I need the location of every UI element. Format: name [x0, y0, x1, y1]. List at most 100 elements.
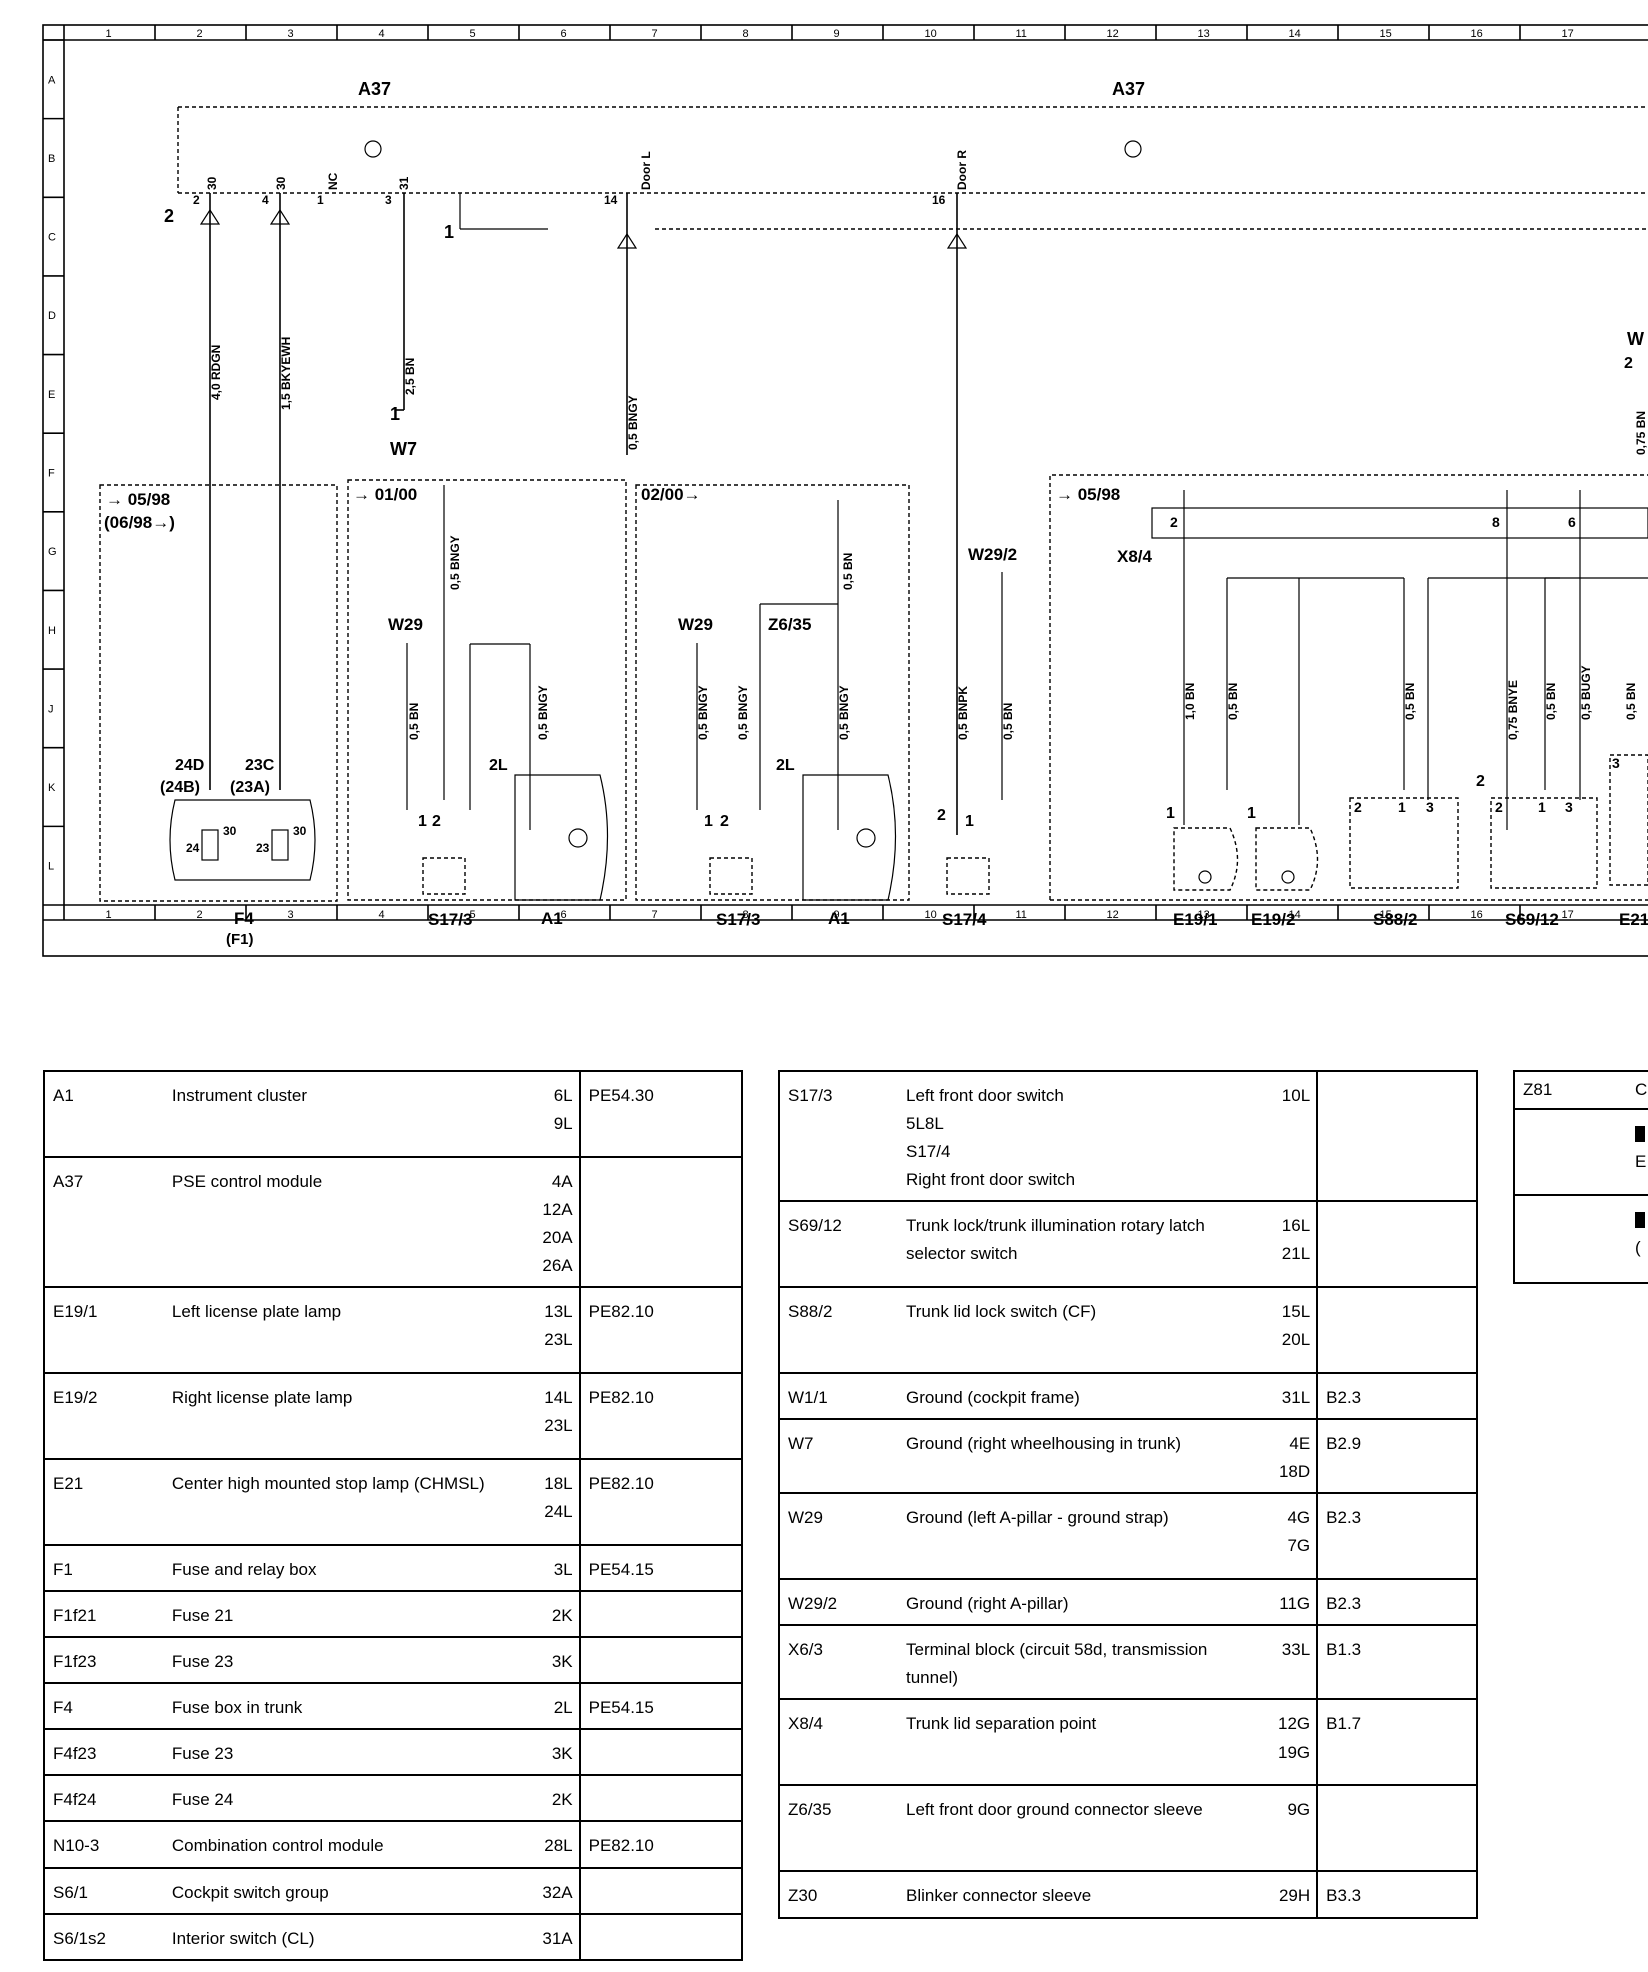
- legend-ref: PE54.15: [579, 1544, 742, 1593]
- pin-2-out: 2: [164, 206, 174, 226]
- legend-desc: Combination control module: [165, 1820, 510, 1869]
- ruler-column-label: 1: [106, 28, 112, 40]
- legend-coord-value: 2K: [551, 1790, 573, 1810]
- wire-label: 0,5 BNPK: [956, 686, 970, 740]
- legend-ref: [579, 1155, 742, 1289]
- ruler-column-label: 3: [288, 909, 294, 921]
- pin-label: 2L: [489, 757, 508, 774]
- legend-coord: 2K: [509, 1590, 581, 1639]
- legend-code: S17/3: [779, 1069, 900, 1203]
- legend-desc: Trunk lock/trunk illumination rotary lat…: [900, 1200, 1248, 1289]
- pin-label: 3: [1612, 755, 1620, 771]
- legend-code: E21: [44, 1458, 166, 1547]
- component-s88-2: S88/2: [1373, 910, 1417, 929]
- legend-coord-value: 3K: [551, 1744, 573, 1764]
- wire-label: 0,5 BNGY: [837, 685, 851, 740]
- legend-coord-value: 28L: [544, 1836, 573, 1856]
- pin-label: 1: [1398, 799, 1406, 815]
- instrument-cluster-shape: [514, 774, 609, 901]
- legend-desc: Fuse 24: [165, 1774, 510, 1823]
- legend-code: F1: [44, 1544, 166, 1593]
- legend-code: E19/1: [44, 1286, 166, 1375]
- legend-desc: E: [1635, 1152, 1647, 1171]
- legend-desc-line: Ground (cockpit frame): [906, 1388, 1080, 1408]
- ruler-column-label: 5: [470, 28, 476, 40]
- pin-label: 1: [418, 813, 427, 830]
- legend-code: W1/1: [779, 1372, 900, 1421]
- trunk-latch-switch-s69-12: [1490, 797, 1598, 889]
- ruler-column-label: 14: [1289, 28, 1301, 40]
- component-e21: E21: [1619, 910, 1648, 929]
- legend-desc: Fuse 23: [165, 1636, 510, 1685]
- ruler-column-label: 6: [561, 909, 567, 921]
- legend-code: S6/1s2: [44, 1912, 166, 1961]
- legend-coord-value: 4A: [551, 1172, 573, 1191]
- legend-code: W29/2: [779, 1578, 900, 1627]
- pin-label: 1: [1166, 805, 1175, 822]
- wire-label: 0,5 BNGY: [626, 395, 640, 450]
- wire-label: 0,5 BNGY: [448, 535, 462, 590]
- legend-coord-value: 26A: [542, 1256, 573, 1276]
- ruler-column-label: 15: [1380, 909, 1392, 921]
- ground-w29: W29: [678, 615, 713, 634]
- legend-coord-value: 12A: [542, 1200, 573, 1220]
- legend-coord: 31A: [509, 1912, 581, 1961]
- ruler-column-label: 4: [379, 909, 385, 921]
- pcb-symbol-icon: [1124, 140, 1142, 158]
- component-e19-2: E19/2: [1251, 910, 1295, 929]
- pin-label: 2: [1354, 799, 1362, 815]
- component-a1: A1: [541, 909, 563, 928]
- component-e19-1: E19/1: [1173, 910, 1217, 929]
- fuse-24-icon: [201, 829, 219, 861]
- component-a1: A1: [828, 909, 850, 928]
- legend-ref: [579, 1590, 742, 1639]
- wire-label: 0,5 BNGY: [536, 685, 550, 740]
- lamp-icon: [1281, 870, 1295, 884]
- ruler-row-label: E: [48, 389, 55, 401]
- pin-label: 3: [1565, 799, 1573, 815]
- legend-ref: [1317, 1784, 1477, 1873]
- connector-x8-4-label: X8/4: [1117, 547, 1153, 566]
- legend-desc: Ground (right A-pillar): [900, 1578, 1248, 1627]
- legend-ref: B2.3: [1317, 1372, 1477, 1421]
- ruler-row-label: F: [48, 468, 55, 480]
- legend-code: A1: [44, 1070, 166, 1158]
- legend-desc-line: Left front door switch: [906, 1086, 1064, 1105]
- wire-label: 0,5 BN: [1403, 683, 1417, 720]
- legend-coord-value: 23L: [544, 1416, 573, 1436]
- marker-icon: [1635, 1212, 1645, 1228]
- legend-coord-value: 13L: [544, 1302, 573, 1322]
- wire-label: 0,5 BN: [1624, 683, 1638, 720]
- stop-lamp-e21: [1609, 754, 1648, 886]
- legend-desc-line: Trunk lock/trunk illumination rotary lat…: [906, 1216, 1205, 1264]
- legend-coord-value: 2K: [551, 1606, 573, 1626]
- ruler-column-label: 9: [834, 909, 840, 921]
- ruler-column-label: 4: [379, 28, 385, 40]
- legend-code: F4f24: [44, 1774, 166, 1823]
- pin-label: 1: [965, 813, 974, 830]
- legend-ref: [1317, 1286, 1477, 1375]
- legend-coord-value: 3K: [551, 1652, 573, 1672]
- legend-desc: Left license plate lamp: [165, 1286, 510, 1375]
- pin-label: 1: [704, 813, 713, 830]
- pin-label: 2L: [776, 757, 795, 774]
- legend-ref: B2.9: [1317, 1418, 1477, 1495]
- trunk-lock-switch-s88-2: [1349, 797, 1459, 889]
- ruler-column-label: 16: [1471, 909, 1483, 921]
